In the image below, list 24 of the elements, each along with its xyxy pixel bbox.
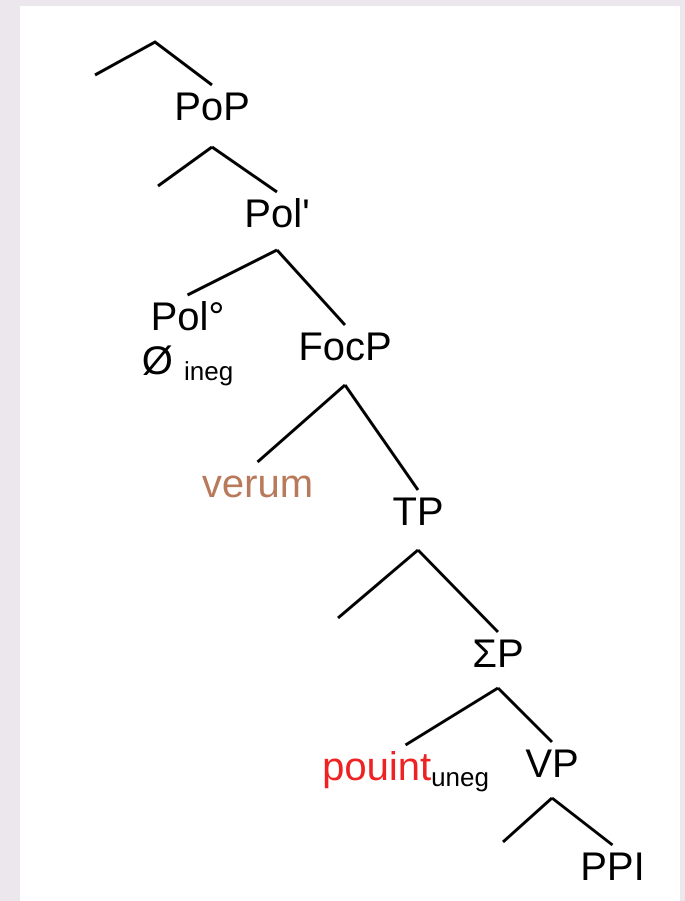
branch-line bbox=[502, 796, 553, 844]
branch-line bbox=[256, 384, 346, 464]
branch-line bbox=[416, 548, 500, 634]
branch-line bbox=[551, 796, 614, 846]
node-label: pouint$_{uneg}$ bbox=[322, 745, 489, 794]
branch-line bbox=[337, 548, 419, 620]
branch-line bbox=[276, 249, 346, 326]
branch-line bbox=[157, 146, 213, 188]
node-label: Pol' bbox=[244, 192, 310, 236]
node-label: VP bbox=[525, 742, 579, 786]
node-label: FocP bbox=[298, 325, 392, 369]
branch-line bbox=[94, 40, 213, 86]
node-label: Ø $_{ineg}$ bbox=[142, 339, 234, 388]
node-label: PoP bbox=[174, 85, 250, 129]
node-label: Pol° bbox=[150, 295, 224, 339]
node-label: ΣP bbox=[472, 632, 524, 676]
branch-line bbox=[186, 248, 278, 296]
node-label: verum bbox=[202, 462, 314, 506]
branch-line bbox=[211, 146, 278, 194]
branch-line bbox=[496, 686, 554, 744]
node-label: PPI bbox=[580, 845, 645, 889]
branch-line bbox=[344, 384, 420, 491]
node-label: TP bbox=[392, 490, 444, 534]
branch-line bbox=[404, 686, 499, 746]
